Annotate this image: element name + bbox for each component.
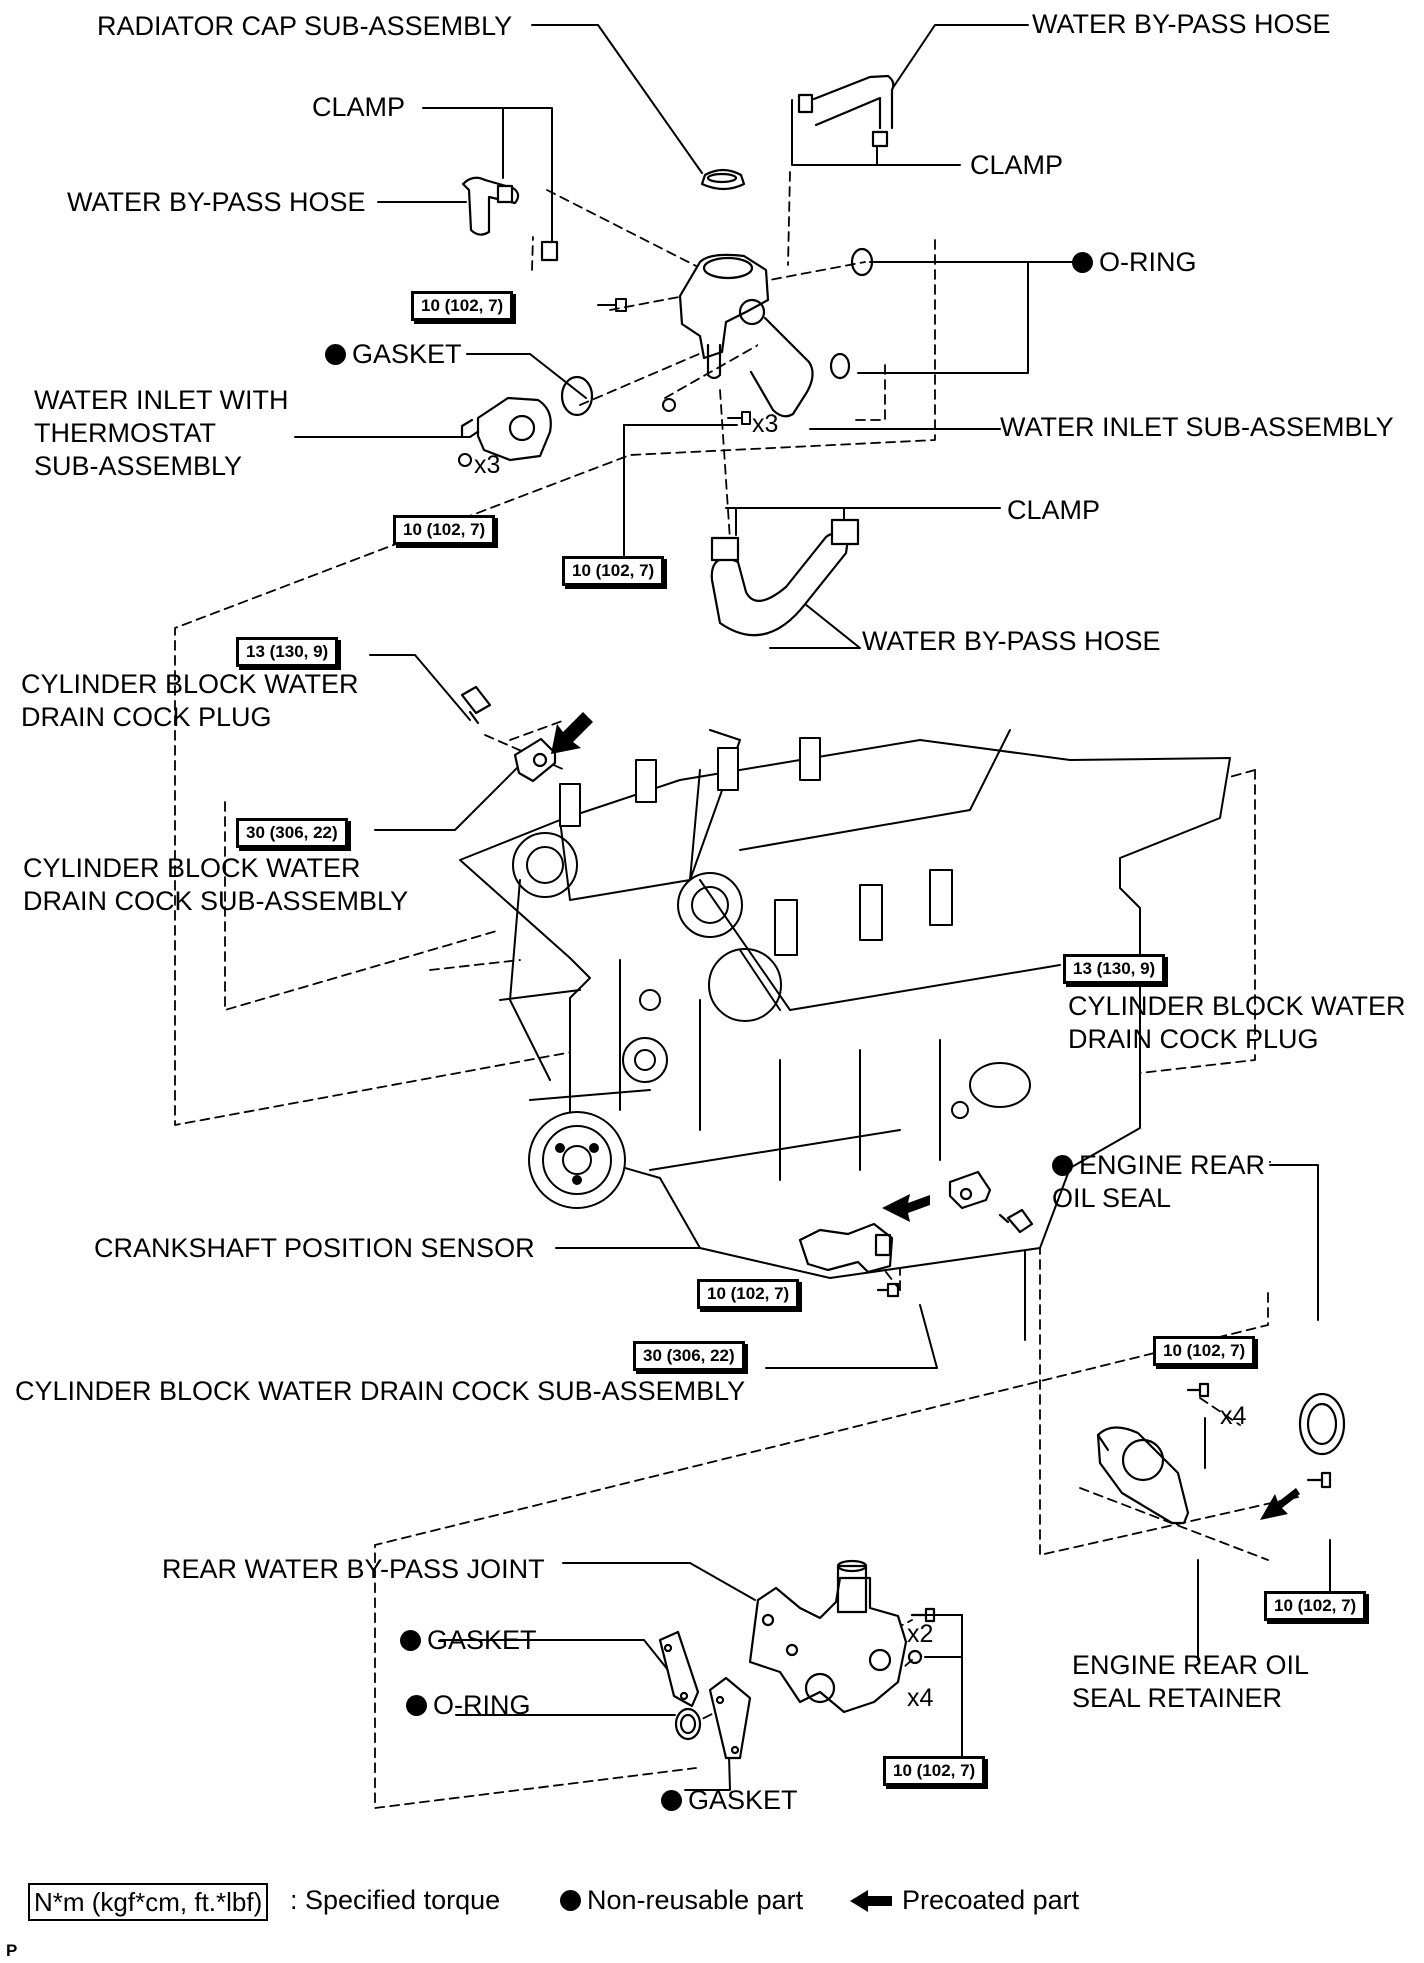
bolts-top bbox=[458, 298, 751, 467]
label-drain-cock-bottom: CYLINDER BLOCK WATER DRAIN COCK SUB-ASSE… bbox=[15, 1376, 746, 1406]
label-drain-plug-left: CYLINDER BLOCK WATER DRAIN COCK PLUG bbox=[21, 669, 359, 732]
water-bypass-hose-top bbox=[797, 74, 895, 148]
label-drain-cock-left: CYLINDER BLOCK WATER DRAIN COCK SUB-ASSE… bbox=[23, 853, 409, 916]
torque-spec: 30 (306, 22) bbox=[236, 818, 348, 848]
rear-bypass-joint bbox=[748, 1559, 908, 1714]
torque-spec: 10 (102, 7) bbox=[1153, 1336, 1256, 1366]
precoat-arrow-retainer bbox=[1260, 1488, 1300, 1520]
o-ring-top bbox=[829, 247, 874, 380]
label-drain-plug-right: CYLINDER BLOCK WATER DRAIN COCK PLUG bbox=[1068, 991, 1406, 1054]
quantity-label: x3 bbox=[474, 451, 501, 479]
quantity-label: x4 bbox=[907, 1684, 934, 1712]
non-reusable-icon bbox=[560, 1890, 581, 1911]
label-gasket-rear-2: GASKET bbox=[661, 1784, 798, 1817]
label-rear-bypass-joint: REAR WATER BY-PASS JOINT bbox=[162, 1554, 545, 1584]
legend-non-reusable: Non-reusable part bbox=[560, 1883, 803, 1917]
label-water-inlet-sub: WATER INLET SUB-ASSEMBLY bbox=[1000, 412, 1394, 442]
torque-spec: 10 (102, 7) bbox=[562, 556, 665, 586]
water-bypass-hose-mid bbox=[710, 518, 860, 637]
label-clamp-top-left: CLAMP bbox=[312, 92, 406, 122]
legend-torque-text: : Specified torque bbox=[290, 1885, 501, 1915]
torque-spec: 10 (102, 7) bbox=[411, 291, 514, 321]
joint-bolts bbox=[907, 1607, 936, 1665]
precoat-arrow-left bbox=[551, 712, 593, 754]
gasket-top bbox=[560, 375, 594, 417]
non-reusable-icon bbox=[406, 1695, 427, 1716]
label-clamp-top-right: CLAMP bbox=[970, 150, 1064, 180]
precoated-arrow-icon bbox=[850, 1890, 892, 1912]
label-clamp-mid: CLAMP bbox=[1007, 495, 1101, 525]
non-reusable-icon bbox=[400, 1630, 421, 1651]
thermostat-housing bbox=[460, 396, 552, 462]
quantity-label: x3 bbox=[752, 410, 779, 438]
label-gasket-top: GASKET bbox=[325, 338, 462, 371]
torque-spec: 30 (306, 22) bbox=[633, 1341, 745, 1371]
engine-block bbox=[459, 729, 1231, 1279]
drain-cock-plug-left bbox=[460, 685, 492, 725]
radiator-cap bbox=[700, 168, 746, 191]
water-bypass-hose-left bbox=[461, 176, 559, 262]
label-water-bypass-hose-top: WATER BY-PASS HOSE bbox=[1032, 9, 1331, 39]
torque-spec: 10 (102, 7) bbox=[1264, 1591, 1367, 1621]
label-water-bypass-hose-mid: WATER BY-PASS HOSE bbox=[862, 626, 1161, 656]
quantity-label: x4 bbox=[1220, 1402, 1247, 1430]
label-water-bypass-hose-left: WATER BY-PASS HOSE bbox=[67, 187, 366, 217]
label-gasket-rear-1: GASKET bbox=[400, 1624, 537, 1657]
gasket-rear-parts bbox=[658, 1630, 752, 1760]
torque-spec: 13 (130, 9) bbox=[236, 637, 339, 667]
oil-seal-retainer bbox=[1096, 1426, 1190, 1525]
drain-cock-bottom bbox=[948, 1170, 992, 1210]
torque-spec: 10 (102, 7) bbox=[697, 1279, 800, 1309]
torque-spec: 10 (102, 7) bbox=[883, 1756, 986, 1786]
precoat-arrow-bottom bbox=[882, 1194, 930, 1222]
label-water-inlet-thermostat: WATER INLET WITH THERMOSTAT SUB-ASSEMBLY bbox=[34, 385, 289, 481]
label-oil-seal-retainer: ENGINE REAR OIL SEAL RETAINER bbox=[1072, 1650, 1310, 1713]
quantity-label: x2 bbox=[907, 1620, 934, 1648]
retainer-bolts bbox=[1186, 1382, 1332, 1489]
label-engine-rear-oil-seal: ENGINE REAR OIL SEAL bbox=[1052, 1150, 1266, 1213]
legend-torque-box: N*m (kgf*cm, ft.*lbf) bbox=[28, 1883, 269, 1921]
torque-spec: 10 (102, 7) bbox=[393, 515, 496, 545]
label-radiator-cap: RADIATOR CAP SUB-ASSEMBLY bbox=[97, 11, 513, 41]
torque-spec: 13 (130, 9) bbox=[1063, 954, 1166, 984]
non-reusable-icon bbox=[661, 1790, 682, 1811]
non-reusable-icon bbox=[325, 344, 346, 365]
crankshaft-sensor bbox=[798, 1222, 900, 1298]
legend-precoated: Precoated part bbox=[902, 1885, 1080, 1915]
drain-cock-left bbox=[513, 737, 557, 783]
label-crank-sensor: CRANKSHAFT POSITION SENSOR bbox=[94, 1233, 535, 1263]
oil-seal bbox=[1298, 1392, 1346, 1456]
non-reusable-icon bbox=[1052, 1155, 1073, 1176]
corner-code: P bbox=[6, 1941, 18, 1960]
non-reusable-icon bbox=[1072, 252, 1093, 273]
water-inlet-housing bbox=[678, 253, 814, 418]
label-o-ring-top: O-RING bbox=[1072, 246, 1197, 279]
label-o-ring-rear: O-RING bbox=[406, 1689, 531, 1722]
drain-cock-plug-right bbox=[998, 1208, 1034, 1234]
